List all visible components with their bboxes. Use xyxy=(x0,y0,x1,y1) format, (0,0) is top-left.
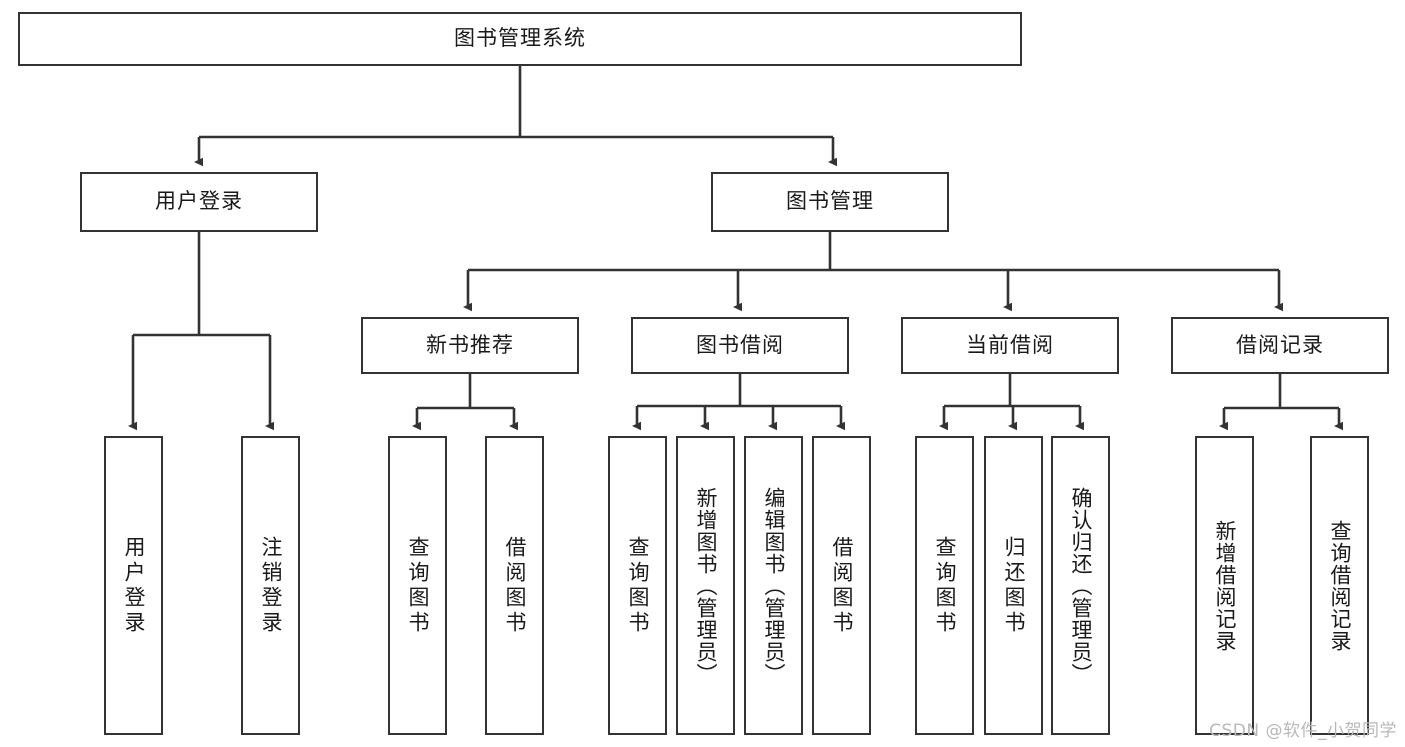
leaf-borrow-book-recommend[interactable]: 借阅图书 xyxy=(485,436,544,735)
leaf-add-book-admin[interactable]: 新增图书（管理员） xyxy=(676,436,735,735)
leaf-add-borrow-record[interactable]: 新增借阅记录 xyxy=(1195,436,1254,735)
node-borrow-record[interactable]: 借阅记录 xyxy=(1171,317,1389,374)
node-label: 图书借阅 xyxy=(696,332,784,357)
watermark: CSDN @软件_小贺同学 xyxy=(1209,721,1397,741)
leaf-query-borrow-record[interactable]: 查询借阅记录 xyxy=(1310,436,1369,735)
node-label: 用户登录 xyxy=(155,189,243,214)
node-label: 查询图书 xyxy=(626,535,651,636)
node-label: 借阅图书 xyxy=(503,535,528,636)
leaf-return-book[interactable]: 归还图书 xyxy=(984,436,1043,735)
node-label: 图书管理系统 xyxy=(454,26,586,51)
leaf-query-book-borrow[interactable]: 查询图书 xyxy=(608,436,667,735)
leaf-query-book-recommend[interactable]: 查询图书 xyxy=(388,436,447,735)
leaf-user-login[interactable]: 用户登录 xyxy=(104,436,163,735)
node-label: 当前借阅 xyxy=(966,332,1054,357)
node-label: 图书管理 xyxy=(786,189,874,214)
node-new-book-recommend[interactable]: 新书推荐 xyxy=(361,317,579,374)
node-book-borrow[interactable]: 图书借阅 xyxy=(631,317,849,374)
node-root[interactable]: 图书管理系统 xyxy=(18,12,1022,66)
node-label: 查询图书 xyxy=(933,535,958,636)
node-current-borrow[interactable]: 当前借阅 xyxy=(901,317,1119,374)
node-label: 新增借阅记录 xyxy=(1213,519,1238,652)
leaf-confirm-return-admin[interactable]: 确认归还（管理员） xyxy=(1051,436,1110,735)
node-label: 用户登录 xyxy=(122,535,147,636)
node-label: 借阅记录 xyxy=(1236,332,1324,357)
node-label: 查询借阅记录 xyxy=(1328,519,1353,652)
leaf-borrow-book-borrow[interactable]: 借阅图书 xyxy=(812,436,871,735)
leaf-logout[interactable]: 注销登录 xyxy=(241,436,300,735)
leaf-query-book-current[interactable]: 查询图书 xyxy=(915,436,974,735)
node-user-login[interactable]: 用户登录 xyxy=(80,172,318,232)
node-label: 新增图书（管理员） xyxy=(694,486,719,685)
node-label: 查询图书 xyxy=(406,535,431,636)
leaf-edit-book-admin[interactable]: 编辑图书（管理员） xyxy=(744,436,803,735)
node-label: 注销登录 xyxy=(259,535,284,636)
node-book-manage[interactable]: 图书管理 xyxy=(711,172,949,232)
node-label: 确认归还（管理员） xyxy=(1069,486,1094,685)
node-label: 借阅图书 xyxy=(830,535,855,636)
node-label: 编辑图书（管理员） xyxy=(762,486,787,685)
node-label: 归还图书 xyxy=(1002,535,1027,636)
node-label: 新书推荐 xyxy=(426,332,514,357)
